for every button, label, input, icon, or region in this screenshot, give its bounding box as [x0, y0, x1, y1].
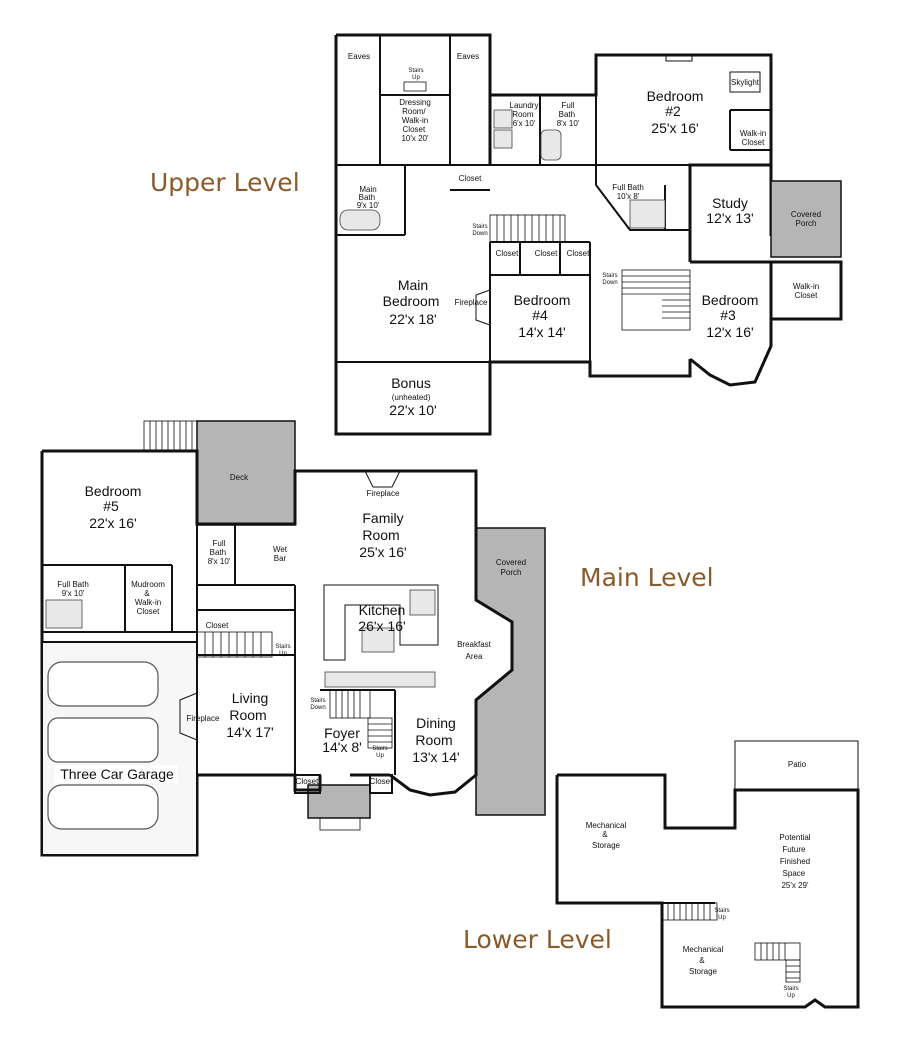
- main-stairs-icon: [196, 631, 393, 749]
- kitchen-counter-icon: [324, 671, 436, 688]
- full-bath-tub-icon: [540, 129, 562, 161]
- upper-fireplace-icon: [475, 289, 491, 326]
- lower-mechanical-2-label: Mechanical& Storage: [683, 945, 724, 976]
- upper-covered-porch: [770, 180, 842, 258]
- kitchen-island-icon: [361, 627, 395, 653]
- patio-label: Patio: [788, 760, 807, 769]
- skylight-icon: [729, 71, 761, 93]
- upper-stairs-icon: [403, 81, 691, 331]
- car-icons: [47, 661, 159, 830]
- lower-stairs-icon: [661, 902, 801, 983]
- upper-level-title: Upper Level: [150, 168, 300, 197]
- living-fireplace-label: Fireplace: [187, 714, 220, 723]
- living-fireplace-icon: [179, 692, 198, 741]
- bedroom-2-label: Bedroom#2 25'x 16': [647, 88, 704, 136]
- lower-level-title: Lower Level: [463, 925, 612, 954]
- main-bath-tub-icon: [339, 209, 381, 231]
- closet-c-label: Closet: [567, 249, 590, 258]
- family-fireplace-icon: [364, 470, 401, 488]
- upper-fireplace-label: Fireplace: [455, 298, 488, 307]
- bedroom-3-label: Bedroom#3 12'x 16': [702, 292, 759, 340]
- washer-icon: [493, 109, 513, 129]
- hall-closet-label: Closet: [459, 174, 482, 183]
- bonus-room-label: Bonus (unheated) 22'x 10': [389, 375, 436, 418]
- eaves-left-label: Eaves: [348, 52, 370, 61]
- kitchen-sink-icon: [409, 589, 436, 616]
- skylight-label: Skylight: [731, 78, 760, 87]
- main-level-title: Main Level: [580, 563, 714, 592]
- shower-icon: [629, 199, 666, 229]
- bedroom-5-label: Bedroom#5 22'x 16': [85, 483, 142, 531]
- lower-mechanical-1-label: Mechanical& Storage: [586, 821, 627, 850]
- family-fireplace-label: Fireplace: [367, 489, 400, 498]
- garage-label: Three Car Garage: [60, 766, 174, 782]
- closet-a-label: Closet: [496, 249, 519, 258]
- main-closet-label: Closet: [206, 621, 229, 630]
- eaves-right-label: Eaves: [457, 52, 479, 61]
- foyer-closet-left-label: Closet: [296, 777, 319, 786]
- dryer-icon: [493, 129, 513, 149]
- closet-b-label: Closet: [535, 249, 558, 258]
- deck-label: Deck: [230, 473, 249, 482]
- bedroom-4-label: Bedroom#4 14'x 14': [514, 292, 571, 340]
- main-level-plan: Deck Bedroom#5 22'x 16' Fireplace Family…: [40, 420, 546, 857]
- main-shower-icon: [45, 599, 83, 629]
- foyer-closet-right-label: Closet: [370, 777, 393, 786]
